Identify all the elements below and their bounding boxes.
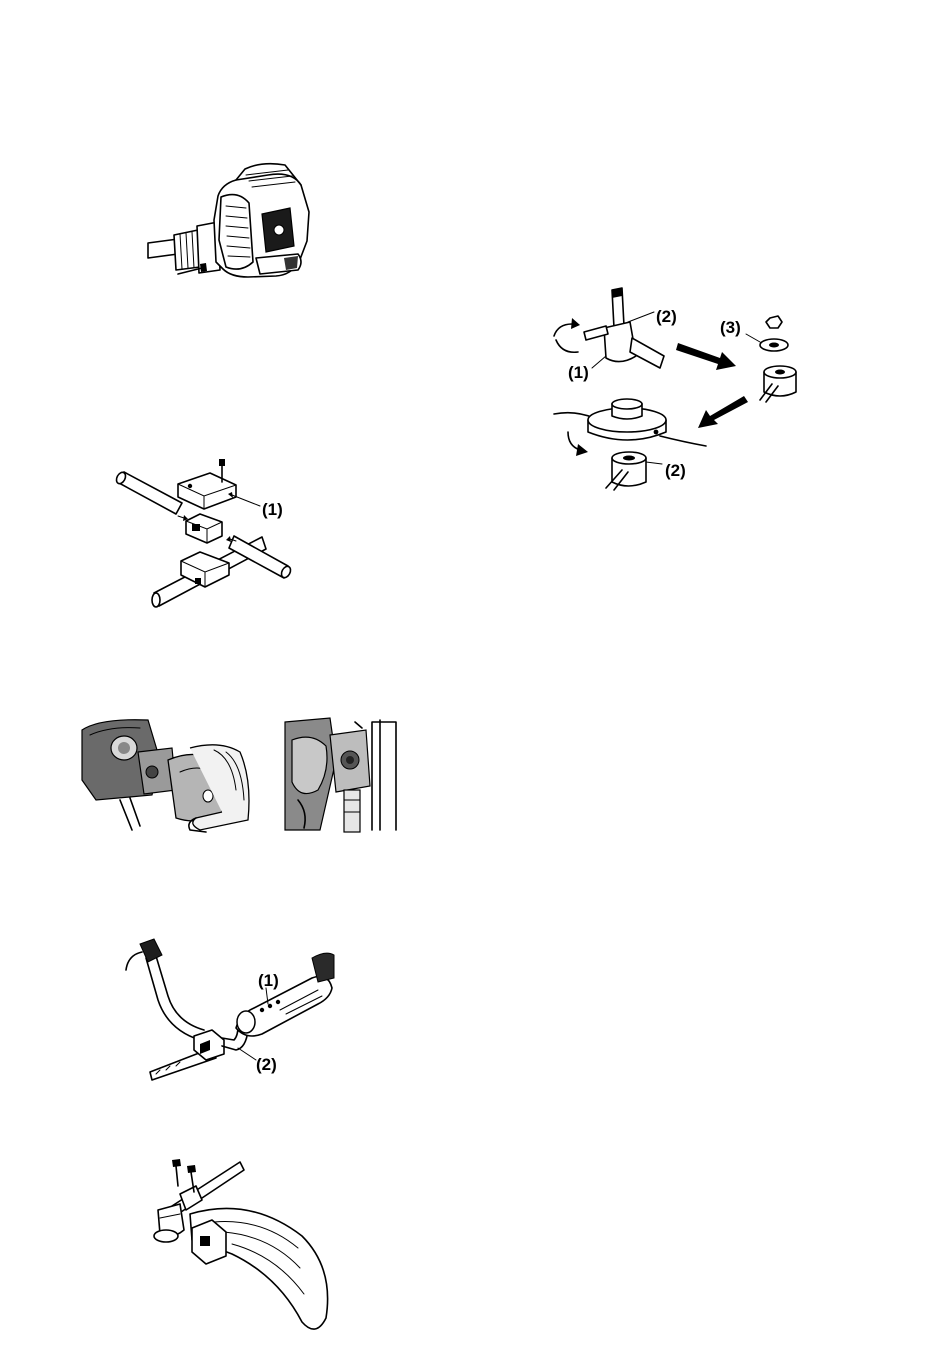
label-clamp-1: (1) (262, 500, 283, 519)
clamp-cover (178, 473, 236, 509)
label-handlebar-2: (2) (256, 1055, 277, 1074)
handlebar-illustration: (1) (2) (120, 935, 340, 1083)
engine-illustration (140, 158, 320, 283)
handle-clamp-illustration: (1) (115, 455, 300, 610)
carburetor-photo (282, 712, 400, 836)
label-trimmer-3: (3) (720, 318, 741, 337)
cutting-guard-illustration (145, 1150, 337, 1340)
label-trimmer-2-top: (2) (656, 307, 677, 326)
trimmer-head-illustration: (2) (3) (1) (2) (538, 282, 813, 492)
label-trimmer-2-bottom: (2) (665, 461, 686, 480)
air-cleaner-photo (78, 712, 254, 836)
label-trimmer-1: (1) (568, 363, 589, 382)
label-handlebar-1: (1) (258, 971, 279, 990)
